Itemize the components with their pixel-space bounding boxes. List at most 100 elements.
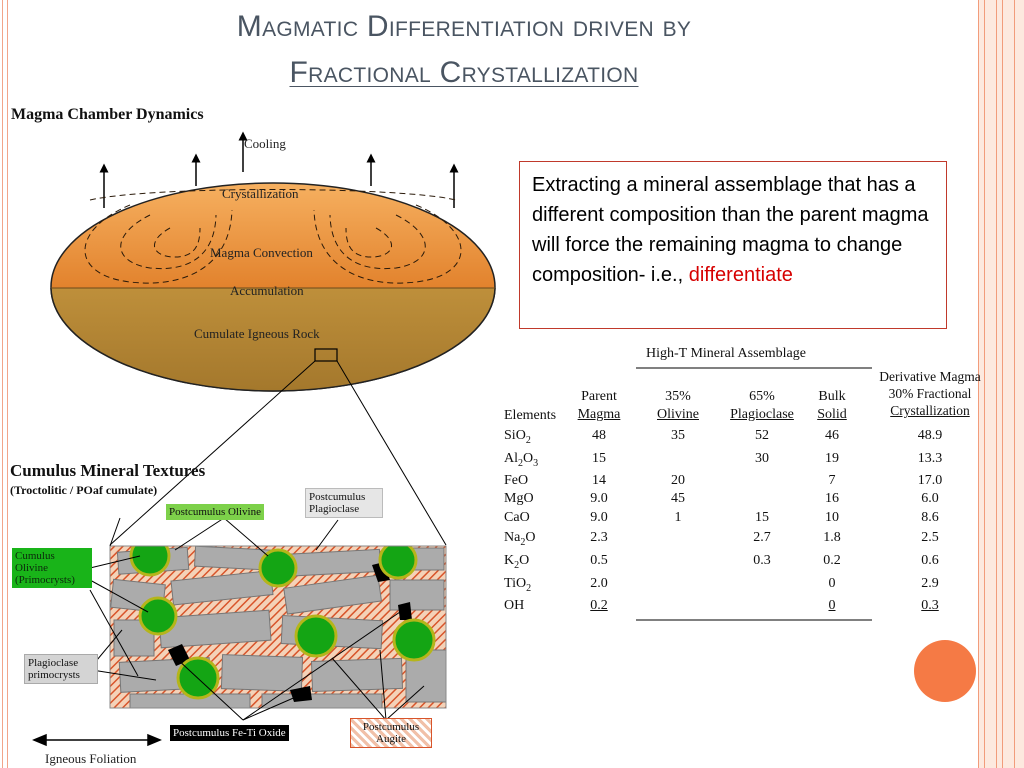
table-cell: 48.9 — [917, 428, 943, 443]
table-cell: 0.2 — [590, 598, 608, 613]
col-header-olivine: 35% Olivine — [652, 388, 704, 424]
leader-line — [109, 360, 316, 546]
table-cell: 0.5 — [590, 553, 608, 568]
col-header-bottom: Plagioclase — [730, 407, 794, 422]
derivative-header-line: Crystallization — [890, 403, 970, 418]
table-cell: 15 — [755, 510, 769, 525]
col-header-bottom: Magma — [577, 407, 621, 422]
element-name: MgO — [504, 491, 534, 506]
slide-title: Magmatic Differentiation driven by Fract… — [60, 4, 868, 96]
table-cell: 46 — [825, 428, 839, 443]
label-crystallization: Crystallization — [222, 186, 299, 201]
label-cooling: Cooling — [244, 136, 286, 151]
element-name: K2O — [504, 553, 530, 571]
table-cell: 7 — [828, 473, 836, 488]
inset-marker — [314, 348, 338, 362]
element-name: Na2O — [504, 530, 536, 548]
table-cell: 17.0 — [917, 473, 943, 488]
col-header-top: 35% — [665, 389, 691, 404]
derivative-header: Derivative Magma 30% Fractional Crystall… — [878, 368, 982, 419]
label-cumulate-rock: Cumulate Igneous Rock — [194, 326, 320, 341]
element-name: FeO — [504, 473, 529, 488]
table-cell: 30 — [755, 451, 769, 466]
stripe — [984, 0, 985, 768]
table-cell: 0.3 — [921, 598, 939, 613]
foliation-arrow — [32, 733, 162, 747]
table-cell: 48 — [592, 428, 606, 443]
table-cell: 2.7 — [753, 530, 771, 545]
label-postcumulus-olivine: Postcumulus Olivine — [166, 504, 264, 520]
table-cell: 0.6 — [921, 553, 939, 568]
table-cell: 15 — [592, 451, 606, 466]
table-cell: 8.6 — [921, 510, 939, 525]
stripe — [978, 0, 979, 768]
magma-chamber-diagram — [50, 131, 496, 546]
table-group-header: High-T Mineral Assemblage — [646, 346, 806, 361]
cumulus-texture-diagram — [32, 517, 447, 747]
element-name: SiO2 — [504, 428, 531, 446]
title-line-1: Magmatic Differentiation driven by — [236, 10, 692, 43]
label-cumulus-olivine: Cumulus Olivine (Primocrysts) — [12, 548, 92, 588]
table-cell: 1 — [674, 510, 682, 525]
table-cell: 0 — [828, 598, 836, 613]
table-cell: 10 — [825, 510, 839, 525]
label-plagioclase-primocrysts: Plagioclase primocrysts — [24, 654, 98, 684]
table-cell: 52 — [755, 428, 769, 443]
slide-right-decoration — [978, 0, 1024, 768]
element-name: OH — [504, 598, 525, 613]
label-igneous-foliation: Igneous Foliation — [45, 751, 137, 766]
texture-block — [110, 546, 446, 708]
magma-chamber-heading: Magma Chamber Dynamics — [11, 106, 204, 123]
table-cell: 2.5 — [921, 530, 939, 545]
table-cell: 6.0 — [921, 491, 939, 506]
table-cell: 19 — [825, 451, 839, 466]
cumulate-rock-layer — [50, 288, 496, 392]
table-cell: 2.9 — [921, 576, 939, 591]
element-name: CaO — [504, 510, 530, 525]
table-cell: 2.0 — [590, 576, 608, 591]
convection-loops — [84, 189, 462, 284]
table-cell: 9.0 — [590, 491, 608, 506]
table-cell: 1.8 — [823, 530, 841, 545]
texture-leader-lines — [89, 517, 425, 721]
table-cell: 16 — [825, 491, 839, 506]
cumulus-heading: Cumulus Mineral Textures — [10, 461, 206, 480]
table-cell: 35 — [671, 428, 685, 443]
table-cell: 45 — [671, 491, 685, 506]
stripe — [996, 0, 997, 768]
table-cell: 2.3 — [590, 530, 608, 545]
label-postcumulus-plagioclase: Postcumulus Plagioclase — [305, 488, 383, 518]
col-header-bottom: Solid — [817, 407, 847, 422]
table-cell: 0 — [828, 576, 836, 591]
callout-text: Extracting a mineral assemblage that has… — [532, 174, 929, 286]
derivative-header-line: 30% Fractional — [888, 386, 972, 401]
label-fe-ti-oxide: Postcumulus Fe-Ti Oxide — [170, 725, 289, 741]
cooling-arrows — [99, 131, 459, 208]
table-cell: 20 — [671, 473, 685, 488]
col-header-top: Bulk — [818, 389, 846, 404]
label-magma-convection: Magma Convection — [210, 245, 313, 260]
col-header-top: Parent — [581, 389, 617, 404]
cumulus-subheading: (Troctolitic / POaf cumulate) — [10, 483, 158, 497]
element-name: TiO2 — [504, 576, 532, 594]
col-header-bottom: Olivine — [657, 407, 699, 422]
col-header-elements: Elements — [504, 408, 557, 423]
col-header-plagioclase: 65% Plagioclase — [726, 388, 798, 424]
element-name: Al2O3 — [504, 451, 539, 469]
table-cell: 0.2 — [823, 553, 841, 568]
label-postcumulus-augite: Postcumulus Augite — [350, 718, 432, 748]
slide-left-border — [2, 0, 8, 768]
col-header-top: 65% — [749, 389, 775, 404]
table-cell: 14 — [592, 473, 606, 488]
table-cell: 0.3 — [753, 553, 771, 568]
decorative-circle — [914, 640, 976, 702]
table-cell: 13.3 — [917, 451, 943, 466]
table-rules — [636, 367, 872, 621]
stripe — [1014, 0, 1015, 768]
stripe — [1002, 0, 1003, 768]
leader-line — [336, 360, 447, 546]
label-accumulation: Accumulation — [230, 283, 304, 298]
callout-highlight: differentiate — [688, 264, 793, 286]
